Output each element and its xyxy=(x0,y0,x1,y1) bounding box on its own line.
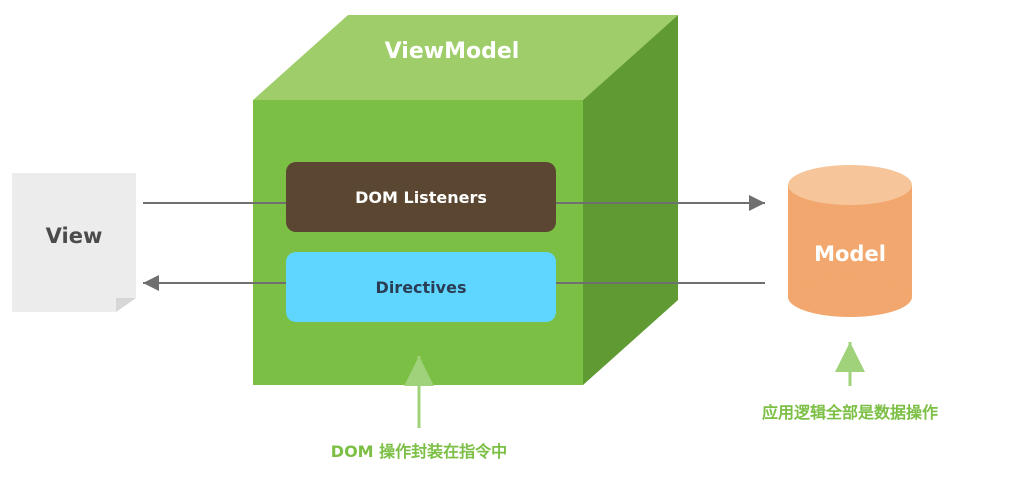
viewmodel-title: ViewModel xyxy=(385,39,520,64)
cube-front-face xyxy=(253,100,583,385)
view-node: View xyxy=(12,173,136,312)
model-cylinder: Model xyxy=(788,165,912,317)
directives-box: Directives xyxy=(286,252,556,322)
viewmodel-cube: ViewModel xyxy=(253,15,678,385)
viewmodel-annotation: DOM 操作封装在指令中 xyxy=(331,442,507,461)
view-label: View xyxy=(46,224,103,248)
dom-listeners-label: DOM Listeners xyxy=(355,188,487,207)
model-label: Model xyxy=(814,242,886,266)
dom-listeners-box: DOM Listeners xyxy=(286,162,556,232)
model-annotation: 应用逻辑全部是数据操作 xyxy=(762,403,938,422)
cube-top-face xyxy=(253,15,678,100)
directives-label: Directives xyxy=(376,278,467,297)
cube-side-face xyxy=(583,15,678,385)
